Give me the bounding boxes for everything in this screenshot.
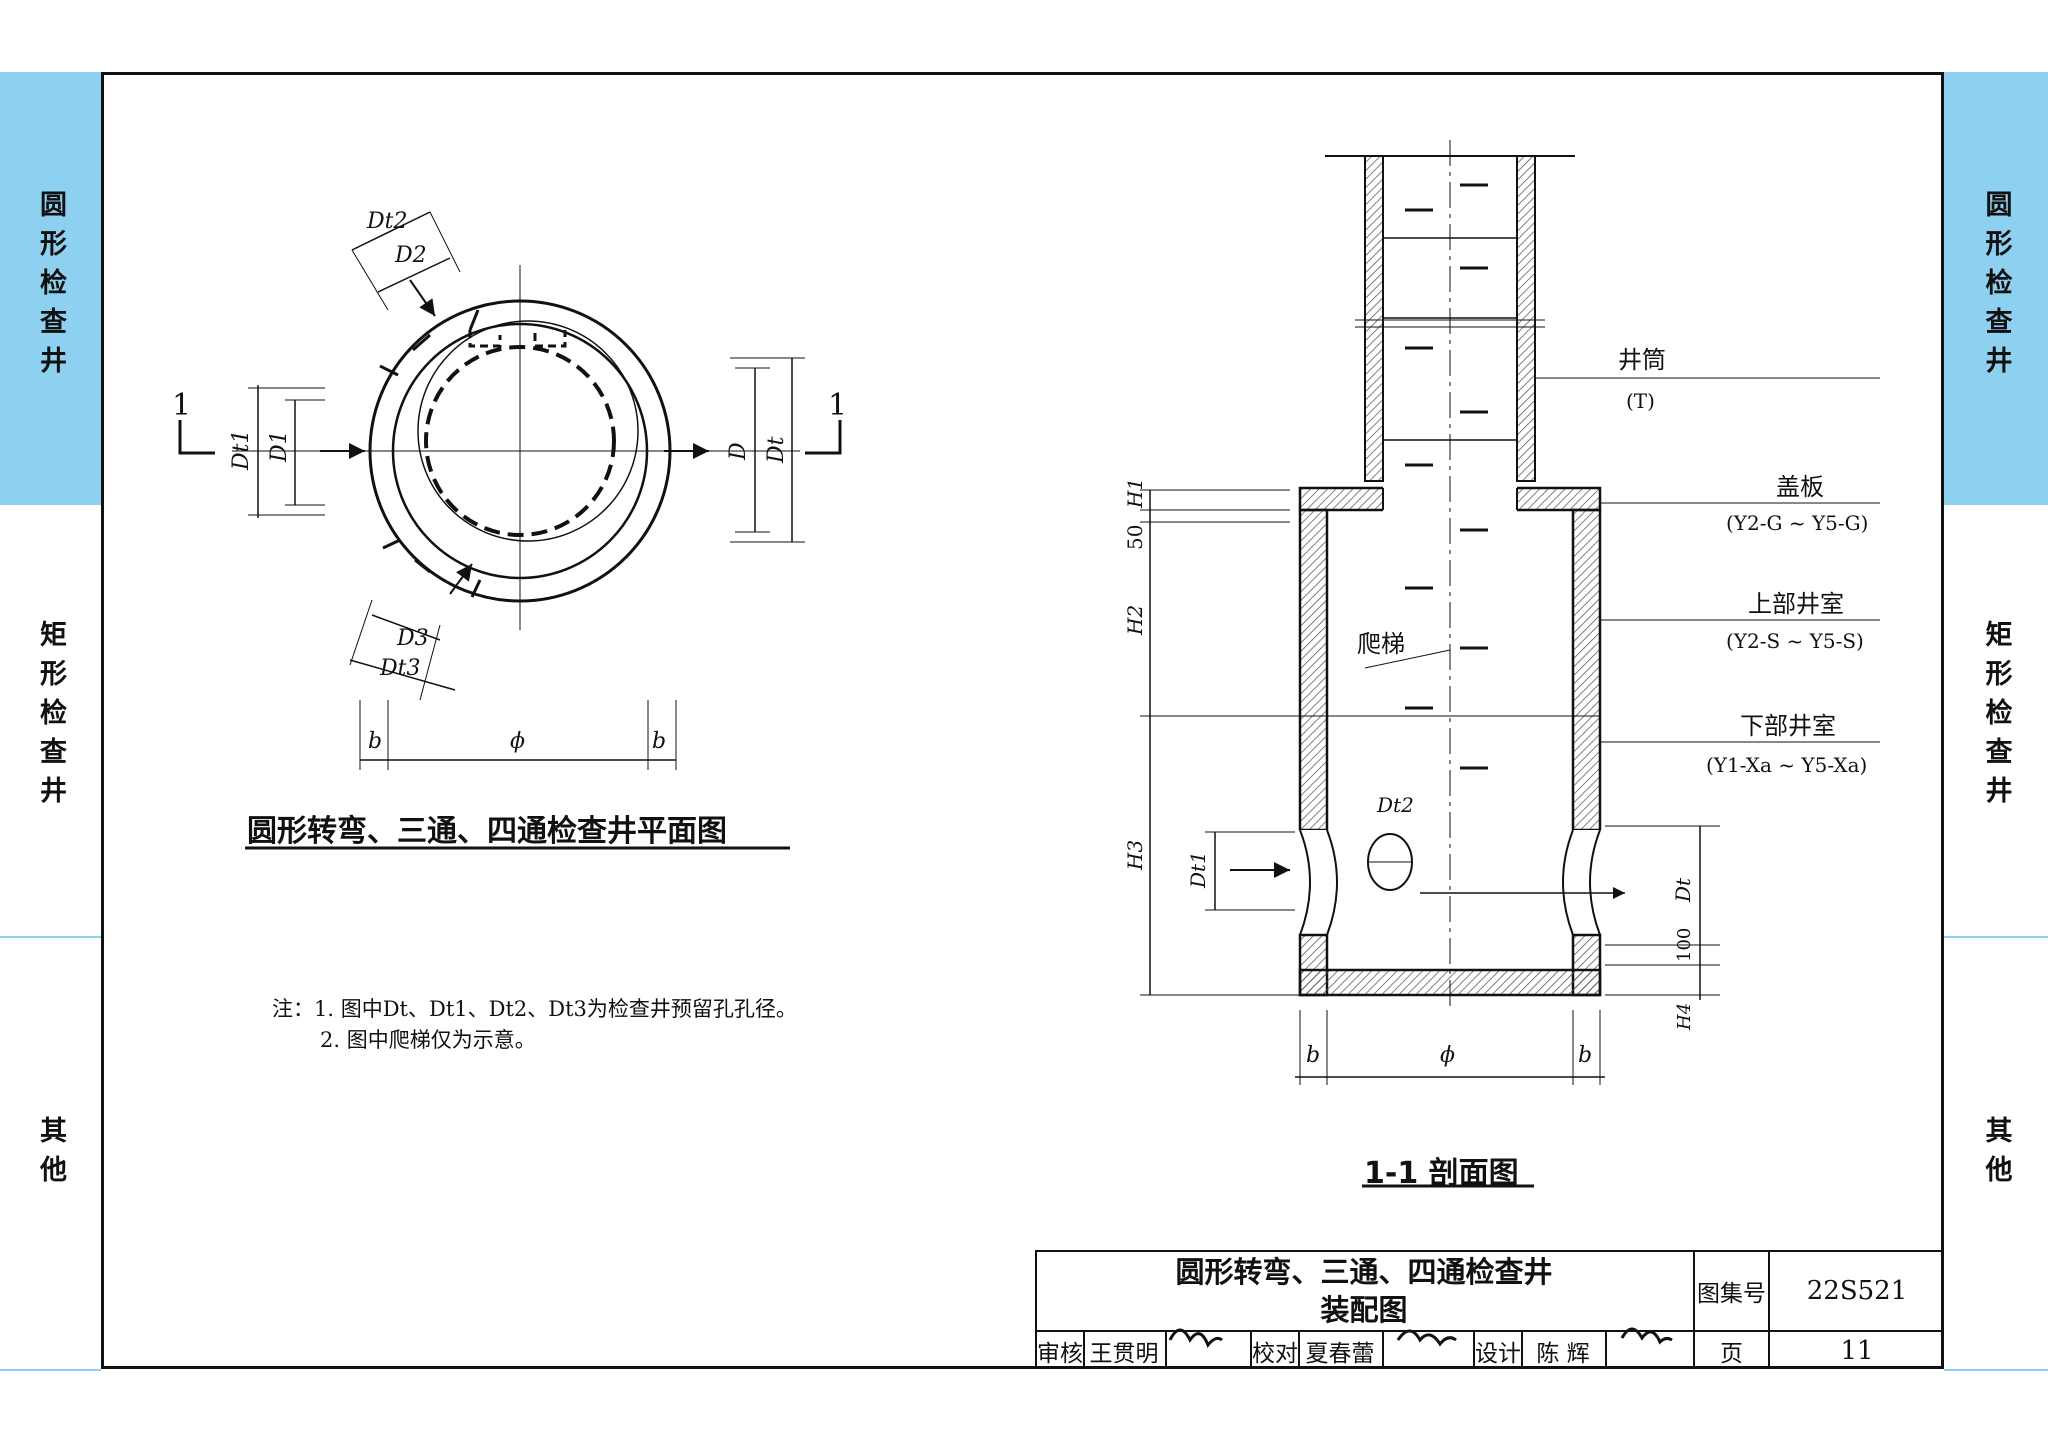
label-dt2: Dt2 <box>366 209 407 234</box>
design-label: 设计 <box>1475 1340 1521 1367</box>
reviewer-name: 王贯明 <box>1089 1340 1159 1367</box>
drawing-title-line2: 装配图 <box>1320 1293 1408 1327</box>
label-b-left: b <box>368 729 382 754</box>
divider-line <box>1944 1369 2048 1371</box>
side-tab-label-text: 矩形检查井 <box>1980 620 2012 815</box>
notes: 注：1. 图中Dt、Dt1、Dt2、Dt3为检查井预留孔孔径。 2. 图中爬梯仅… <box>272 994 797 1056</box>
sign-cell-divider <box>1605 1332 1607 1369</box>
notes-prefix: 注： <box>272 997 314 1021</box>
callout-lower-code: (Y1-Xa ~ Y5-Xa) <box>1706 753 1867 777</box>
dim-50: 50 <box>1123 525 1147 550</box>
callout-lower-name: 下部井室 <box>1740 712 1836 740</box>
divider-line <box>0 1369 101 1371</box>
dim-dt2: Dt2 <box>1376 793 1414 817</box>
label-d3: D3 <box>396 626 429 651</box>
dim-phi: ϕ <box>1440 1043 1455 1068</box>
side-tab-right-rect-label[interactable]: 矩形检查井 <box>1944 620 2048 815</box>
label-phi: ϕ <box>510 729 525 754</box>
dim-b-left: b <box>1306 1043 1320 1068</box>
dim-h4: H4 <box>1674 1003 1695 1031</box>
sign-cell-divider <box>1382 1332 1384 1369</box>
side-tab-label-text: 圆形检查井 <box>1980 190 2012 385</box>
sign-cell-divider <box>1083 1332 1085 1369</box>
dim-100: 100 <box>1674 928 1695 962</box>
label-dt: Dt <box>764 436 789 464</box>
label-d: D <box>726 442 751 461</box>
dim-h3: H3 <box>1123 840 1147 871</box>
callout-upper-code: (Y2-S ~ Y5-S) <box>1726 629 1864 653</box>
callout-shaft-name: 井筒 <box>1618 346 1666 374</box>
designer-signature <box>1620 1327 1673 1345</box>
callout-cover-code: (Y2-G ~ Y5-G) <box>1726 511 1868 535</box>
atlas-no-value: 22S521 <box>1806 1276 1908 1306</box>
drawing-title-line1: 圆形转弯、三通、四通检查井 <box>1175 1255 1553 1289</box>
plan-view <box>178 211 842 770</box>
note-line: 1. 图中Dt、Dt1、Dt2、Dt3为检查井预留孔孔径。 <box>314 997 797 1021</box>
sign-cell-divider <box>1473 1332 1475 1369</box>
plan-title: 圆形转弯、三通、四通检查井平面图 <box>247 814 727 849</box>
side-tab-label-text: 其他 <box>1980 1116 2012 1194</box>
sign-cell-divider <box>1250 1332 1252 1369</box>
drawing-frame <box>101 72 1944 1369</box>
divider-line <box>1944 936 2048 938</box>
dim-dt1: Dt1 <box>1186 851 1210 889</box>
atlas-no-label: 图集号 <box>1697 1281 1766 1307</box>
section-view <box>1140 140 1880 1085</box>
side-tab-right-round[interactable] <box>1944 72 2048 505</box>
side-tab-right-other-label[interactable]: 其他 <box>1944 1116 2048 1194</box>
side-tab-label-text: 圆形检查井 <box>35 190 66 385</box>
title-block-divider <box>1693 1250 1695 1369</box>
check-label: 校对 <box>1252 1340 1298 1367</box>
review-label: 审核 <box>1037 1340 1083 1367</box>
dim-dt: Dt <box>1671 877 1695 903</box>
label-dt3: Dt3 <box>379 656 420 681</box>
title-block-divider <box>1035 1330 1944 1332</box>
side-tab-label-text: 矩形检查井 <box>35 620 66 815</box>
label-d1: D1 <box>267 430 292 463</box>
section-marker-left: 1 <box>172 388 191 423</box>
page-label: 页 <box>1720 1340 1743 1367</box>
dim-b-right: b <box>1578 1043 1592 1068</box>
side-tab-label-text: 其他 <box>35 1116 66 1194</box>
dim-h1: H1 <box>1123 478 1147 509</box>
sign-cell-divider <box>1165 1332 1167 1369</box>
side-tab-left-other-label[interactable]: 其他 <box>0 1116 101 1194</box>
title-block-divider <box>1768 1250 1770 1369</box>
sign-cell-divider <box>1298 1332 1300 1369</box>
checker-name: 夏春蕾 <box>1305 1340 1375 1367</box>
designer-name: 陈 辉 <box>1536 1340 1590 1367</box>
ladder-label: 爬梯 <box>1357 630 1405 658</box>
side-tab-left-round[interactable] <box>0 72 101 505</box>
dim-h2: H2 <box>1123 605 1147 636</box>
side-tab-right-round-label: 圆形检查井 <box>1944 190 2048 385</box>
side-tab-left-round-label: 圆形检查井 <box>0 190 101 385</box>
page-no-value: 11 <box>1840 1335 1874 1366</box>
divider-line <box>0 936 101 938</box>
sign-cell-divider <box>1521 1332 1523 1369</box>
label-dt1: Dt1 <box>229 430 254 471</box>
label-d2: D2 <box>394 243 427 268</box>
callout-shaft-code: (T) <box>1626 389 1655 413</box>
title-block <box>1035 1250 1944 1369</box>
callout-cover-name: 盖板 <box>1776 473 1824 501</box>
section-title: 1-1 剖面图 <box>1364 1156 1519 1191</box>
label-b-right: b <box>652 729 666 754</box>
section-marker-right: 1 <box>828 388 847 423</box>
side-tab-left-rect-label[interactable]: 矩形检查井 <box>0 620 101 815</box>
note-line: 2. 图中爬梯仅为示意。 <box>320 1028 536 1052</box>
callout-upper-name: 上部井室 <box>1748 590 1844 618</box>
